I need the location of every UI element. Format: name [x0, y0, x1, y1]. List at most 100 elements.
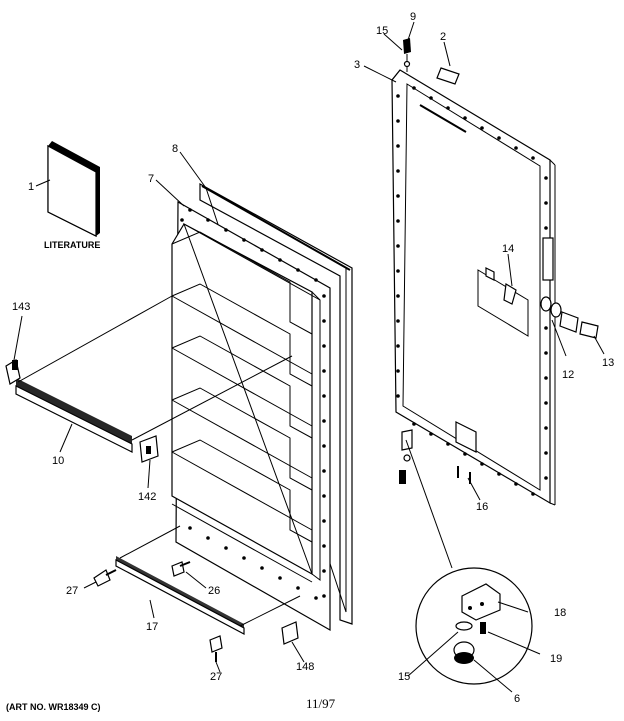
bolt-hole [396, 94, 400, 98]
bolt-hole [396, 394, 400, 398]
bolt-hole [396, 294, 400, 298]
bolt-hole [396, 194, 400, 198]
bottom-hinge-hardware [399, 429, 453, 569]
callout-1: 1 [28, 181, 34, 193]
bolt-hole [206, 536, 210, 540]
bolt-hole [322, 494, 326, 498]
bolt-hole [531, 492, 535, 496]
shelf-edge [171, 347, 313, 427]
callout-13: 13 [602, 357, 614, 369]
bolt-hole [322, 469, 326, 473]
bolt-hole [396, 269, 400, 273]
callout-10: 10 [52, 455, 64, 467]
callout-26: 26 [208, 585, 220, 597]
hinge-pin [403, 38, 411, 72]
bolt-hole [544, 401, 548, 405]
leader-1 [35, 179, 51, 187]
bolt-hole [322, 394, 326, 398]
callout-6: 6 [514, 693, 520, 705]
callout-15-top: 15 [376, 25, 388, 37]
bolt-hole [396, 144, 400, 148]
bolt-hole [446, 106, 450, 110]
callout-15-detail: 15 [398, 671, 410, 683]
bolt-hole [314, 278, 318, 282]
bolt-hole [480, 126, 484, 130]
bolt-hole [396, 319, 400, 323]
outer-door-panel [391, 69, 556, 506]
shelf-bin [171, 231, 313, 335]
bolt-hole [278, 258, 282, 262]
bolt-hole [260, 566, 264, 570]
callout-27-left: 27 [66, 585, 78, 597]
bolt-hole [296, 586, 300, 590]
callout-18: 18 [554, 607, 566, 619]
screw-27-left [93, 569, 117, 587]
shelf-bin [171, 439, 313, 543]
callout-19: 19 [550, 653, 562, 665]
callout-17: 17 [146, 621, 158, 633]
bolt-hole [429, 432, 433, 436]
bolt-hole [396, 244, 400, 248]
art-number: (ART NO. WR18349 C) [6, 702, 101, 712]
literature-label: LITERATURE [44, 240, 100, 250]
callout-14: 14 [502, 243, 514, 255]
shelf-bin [171, 335, 313, 439]
door-lock-assembly [485, 267, 599, 339]
bolt-hole [242, 238, 246, 242]
bolt-hole [180, 218, 184, 222]
callout-2: 2 [440, 31, 446, 43]
shelf-bin [171, 387, 313, 491]
bolt-hole [322, 569, 326, 573]
bolt-hole [446, 442, 450, 446]
callout-143: 143 [12, 301, 30, 313]
bolt-hole [188, 208, 192, 212]
bolt-hole [224, 228, 228, 232]
bolt-hole [396, 119, 400, 123]
callout-12: 12 [562, 369, 574, 381]
callout-27-bottom: 27 [210, 671, 222, 683]
bolt-hole [396, 169, 400, 173]
bolt-hole [531, 156, 535, 160]
shelf-edge [171, 399, 313, 479]
bolt-hole [322, 594, 326, 598]
bolt-hole [497, 136, 501, 140]
bolt-hole [544, 326, 548, 330]
bolt-hole [497, 472, 501, 476]
shelf-bin [171, 283, 313, 387]
callout-16: 16 [476, 501, 488, 513]
bolt-hole [544, 451, 548, 455]
bolt-hole [463, 452, 467, 456]
bottom-trim-bar [115, 525, 301, 635]
bolt-hole [322, 369, 326, 373]
bolt-hole [514, 482, 518, 486]
callout-148: 148 [296, 661, 314, 673]
bottom-screws [457, 466, 471, 484]
bolt-hole [544, 351, 548, 355]
screw-26 [171, 561, 191, 577]
bolt-hole [260, 248, 264, 252]
revision-date: 11/97 [306, 696, 336, 711]
bolt-hole [322, 319, 326, 323]
shelf-edge [171, 295, 313, 375]
clip-148 [281, 621, 299, 645]
bolt-hole [514, 146, 518, 150]
bolt-hole [322, 444, 326, 448]
bolt-hole [322, 344, 326, 348]
bolt-hole [322, 544, 326, 548]
bolt-hole [412, 86, 416, 90]
detail-circle [415, 567, 533, 685]
shelf-edge [171, 451, 313, 531]
leader-lines [13, 21, 605, 693]
bolt-hole [480, 462, 484, 466]
screw-27-bottom [209, 635, 223, 662]
bolt-hole [396, 369, 400, 373]
bolt-hole [188, 526, 192, 530]
callout-7: 7 [148, 173, 154, 185]
callout-8: 8 [172, 143, 178, 155]
bolt-hole [322, 419, 326, 423]
bolt-hole [544, 176, 548, 180]
bolt-hole [544, 426, 548, 430]
bolt-hole [396, 219, 400, 223]
bolt-hole [206, 218, 210, 222]
